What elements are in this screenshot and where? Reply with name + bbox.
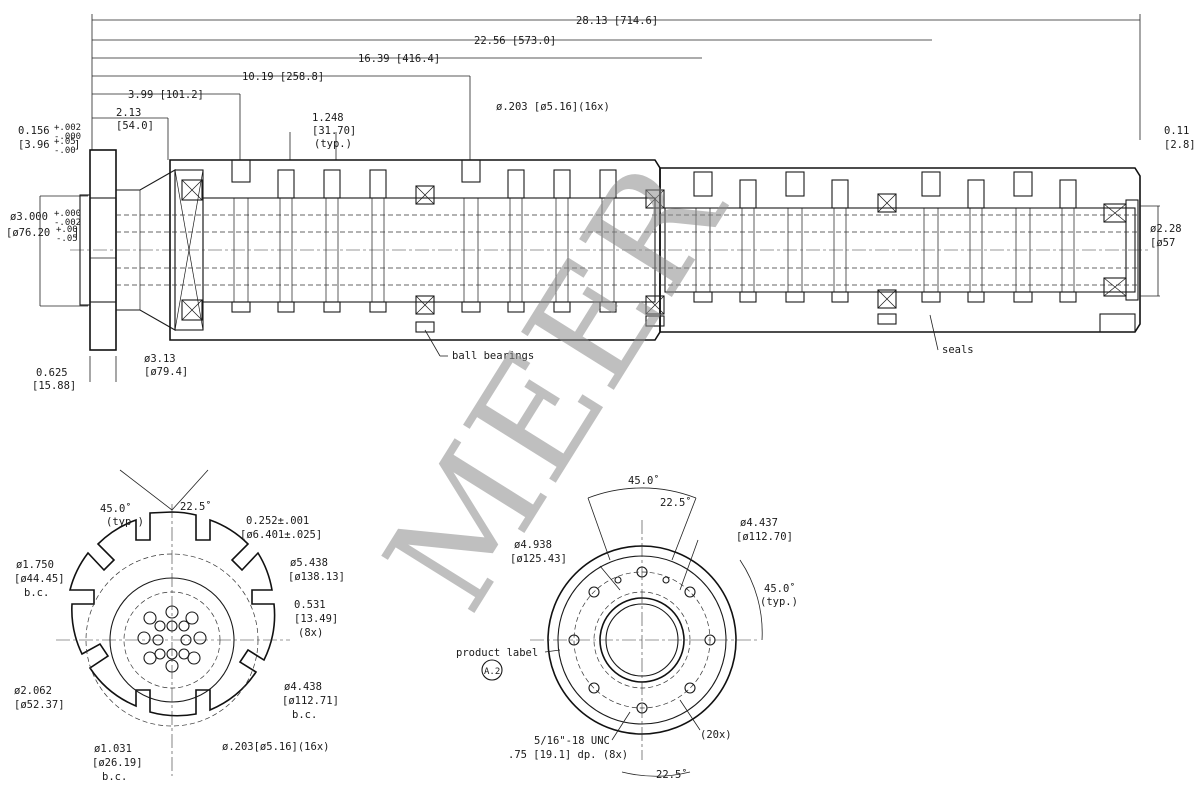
right-dia-4938-mm: [ø125.43] bbox=[510, 553, 567, 565]
dim-hole-dia: ø.203 [ø5.16](16x) bbox=[496, 101, 610, 113]
dim-length-10: 10.19 [258.8] bbox=[242, 71, 324, 83]
label-seals: seals bbox=[942, 344, 974, 356]
dim-pilot-dia: ø3.000 bbox=[10, 211, 48, 223]
dim-flange-width-in: 0.625 bbox=[36, 367, 68, 379]
dim-flange-thk-tol-minus: -.000 bbox=[54, 132, 81, 142]
dim-pitch-typ: (typ.) bbox=[314, 138, 352, 150]
right-angle-22-top: 22.5˚ bbox=[660, 497, 692, 509]
view-marker-circle bbox=[481, 659, 503, 681]
left-bc1-in: ø1.750 bbox=[16, 559, 54, 571]
left-bc1b-in: ø1.031 bbox=[94, 743, 132, 755]
right-dia-4938-in: ø4.938 bbox=[514, 539, 552, 551]
left-slot-w-mm: [ø6.401±.025] bbox=[240, 529, 322, 541]
right-end-view: 45.0˚ 22.5˚ ø4.437 [ø112.70] ø4.938 [ø12… bbox=[456, 475, 798, 781]
slotted-flange-outline bbox=[68, 511, 276, 717]
dim-length-22: 22.56 [573.0] bbox=[474, 35, 556, 47]
right-thread-depth: .75 [19.1] dp. (8x) bbox=[508, 749, 628, 761]
left-holes: ø.203[ø5.16](16x) bbox=[222, 741, 329, 753]
dim-flange-thk-in: 0.156 bbox=[18, 125, 50, 137]
left-end-view: 45.0˚ (typ ) 22.5˚ 0.252±.001 [ø6.401±.0… bbox=[14, 469, 345, 783]
right-angle-typ: (typ.) bbox=[760, 596, 798, 608]
overall-dimension-lines bbox=[91, 14, 1141, 160]
view-marker: A.2 bbox=[484, 667, 500, 677]
left-od-in: ø5.438 bbox=[290, 557, 328, 569]
bearing-details bbox=[415, 313, 939, 357]
dim-length-16: 16.39 [416.4] bbox=[358, 53, 440, 65]
dim-pilot-tol-minus: -.002 bbox=[54, 218, 81, 228]
left-slot-w-in: 0.252±.001 bbox=[246, 515, 309, 527]
dim-flange-thk-mm: [3.96 bbox=[18, 139, 50, 151]
dim-neck-dia-mm: [ø79.4] bbox=[144, 366, 188, 378]
right-thread-spec: 5/16"-18 UNC bbox=[534, 735, 610, 747]
right-angle-45: 45.0˚ bbox=[628, 475, 660, 487]
right-angle-45-side: 45.0˚ bbox=[764, 583, 796, 595]
left-angle-typ: (typ ) bbox=[106, 516, 144, 528]
dim-end-gap-mm: [2.8] bbox=[1164, 139, 1196, 151]
side-view-leaders bbox=[39, 195, 1160, 382]
left-slot-depth-in: 0.531 bbox=[294, 599, 326, 611]
dim-flange-thk-mm-close: ] bbox=[74, 139, 80, 151]
left-view-dimension-text: 45.0˚ (typ ) 22.5˚ 0.252±.001 [ø6.401±.0… bbox=[14, 501, 345, 783]
right-dia-4437-in: ø4.437 bbox=[740, 517, 778, 529]
dim-length-2-mm: [54.0] bbox=[116, 120, 154, 132]
left-angle-22: 22.5˚ bbox=[180, 501, 212, 513]
left-bc1-mm: [ø44.45] bbox=[14, 573, 65, 585]
right-dia-4437-mm: [ø112.70] bbox=[736, 531, 793, 543]
dim-end-bore-in: ø2.28 bbox=[1150, 223, 1182, 235]
left-od-mm: [ø138.13] bbox=[288, 571, 345, 583]
dim-pilot-dia-mm: [ø76.20 bbox=[6, 227, 50, 239]
left-bc4-mm: [ø112.71] bbox=[282, 695, 339, 707]
left-slot-count: (8x) bbox=[298, 627, 323, 639]
dim-pilot-tol-plus: +.000 bbox=[54, 209, 81, 219]
port-holes bbox=[137, 605, 207, 673]
label-ball-bearings: ball bearings bbox=[452, 350, 534, 362]
inner-bores bbox=[70, 214, 1150, 286]
dim-length-2-in: 2.13 bbox=[116, 107, 141, 119]
right-count-20: (20x) bbox=[700, 729, 732, 741]
right-view-dimension-text: 45.0˚ 22.5˚ ø4.437 [ø112.70] ø4.938 [ø12… bbox=[456, 475, 798, 781]
dim-end-gap-in: 0.11 bbox=[1164, 125, 1189, 137]
dim-pilot-mm-close: ] bbox=[73, 227, 79, 239]
left-bc4-in: ø4.438 bbox=[284, 681, 322, 693]
left-dia2-mm: [ø52.37] bbox=[14, 699, 65, 711]
label-product: product label bbox=[456, 647, 538, 659]
dim-end-bore-mm: [ø57 bbox=[1150, 237, 1175, 249]
bearing-blocks bbox=[181, 179, 1139, 321]
left-dia2-in: ø2.062 bbox=[14, 685, 52, 697]
side-view: 28.13 [714.6] 22.56 [573.0] 16.39 [416.4… bbox=[6, 14, 1196, 392]
right-angle-22-bot: 22.5˚ bbox=[656, 769, 688, 781]
dim-overall-length: 28.13 [714.6] bbox=[576, 15, 658, 27]
dim-flange-width-mm: [15.88] bbox=[32, 380, 76, 392]
dim-neck-dia-in: ø3.13 bbox=[144, 353, 176, 365]
left-angle-45: 45.0˚ bbox=[100, 503, 132, 515]
dim-pilot-mm-tol-plus: +.00 bbox=[56, 225, 78, 235]
dim-flange-thk-mm-tol-minus: -.00 bbox=[54, 146, 76, 156]
dim-length-3: 3.99 [101.2] bbox=[128, 89, 204, 101]
left-bc1-label: b.c. bbox=[24, 587, 49, 599]
left-bc1b-label: b.c. bbox=[102, 771, 127, 783]
dim-flange-thk-tol-plus: +.002 bbox=[54, 123, 81, 133]
dim-pitch-in: 1.248 bbox=[312, 112, 344, 124]
dim-pitch-mm: [31.70] bbox=[312, 125, 356, 137]
left-slot-depth-mm: [13.49] bbox=[294, 613, 338, 625]
dim-flange-thk-mm-tol-plus: +.05 bbox=[54, 137, 76, 147]
left-bc1b-mm: [ø26.19] bbox=[92, 757, 143, 769]
dim-pilot-mm-tol-minus: -.05 bbox=[56, 234, 78, 244]
left-bc4-label: b.c. bbox=[292, 709, 317, 721]
